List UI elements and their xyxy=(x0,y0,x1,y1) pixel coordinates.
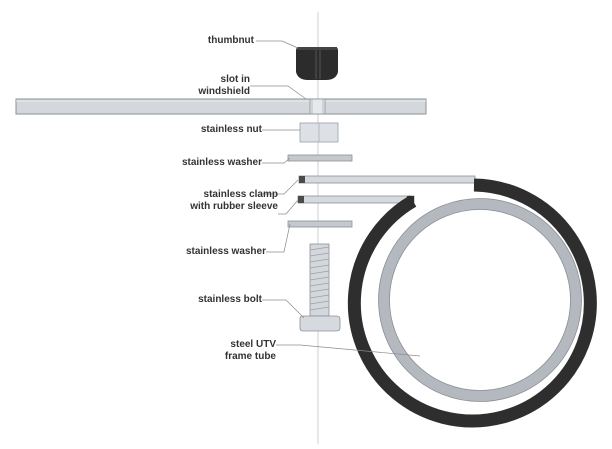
label-tube-line1: steel UTV xyxy=(230,339,276,350)
label-washer-bottom: stainless washer xyxy=(185,246,266,257)
label-tube-line2: frame tube xyxy=(224,351,276,362)
rubber-sleeve-arc xyxy=(347,178,597,428)
label-clamp-line1: stainless clamp xyxy=(203,189,278,200)
leader-lines xyxy=(250,40,421,357)
label-stainless-nut: stainless nut xyxy=(200,124,262,135)
label-utv-frame-tube: steel UTV frame tube xyxy=(225,339,276,363)
clamp-upper-strip xyxy=(298,175,476,184)
stainless-nut-part xyxy=(299,122,339,143)
steel-frame-tube xyxy=(378,198,582,402)
label-slot-in-windshield: slot in windshield xyxy=(198,74,250,98)
thumbnut-part xyxy=(296,47,338,80)
label-clamp-line2: with rubber sleeve xyxy=(190,201,278,212)
label-slot-line2: windshield xyxy=(198,86,250,97)
label-washer-top: stainless washer xyxy=(181,157,262,168)
windshield-panel xyxy=(15,98,427,115)
label-slot-line1: slot in xyxy=(220,74,250,85)
label-thumbnut: thumbnut xyxy=(207,35,254,46)
stainless-bolt-part xyxy=(299,243,341,332)
label-stainless-bolt: stainless bolt xyxy=(198,294,262,305)
label-stainless-clamp: stainless clamp with rubber sleeve xyxy=(190,189,278,213)
washer-bottom-part xyxy=(287,220,353,228)
clamp-lower-strip xyxy=(297,195,415,204)
washer-top-part xyxy=(287,154,353,162)
